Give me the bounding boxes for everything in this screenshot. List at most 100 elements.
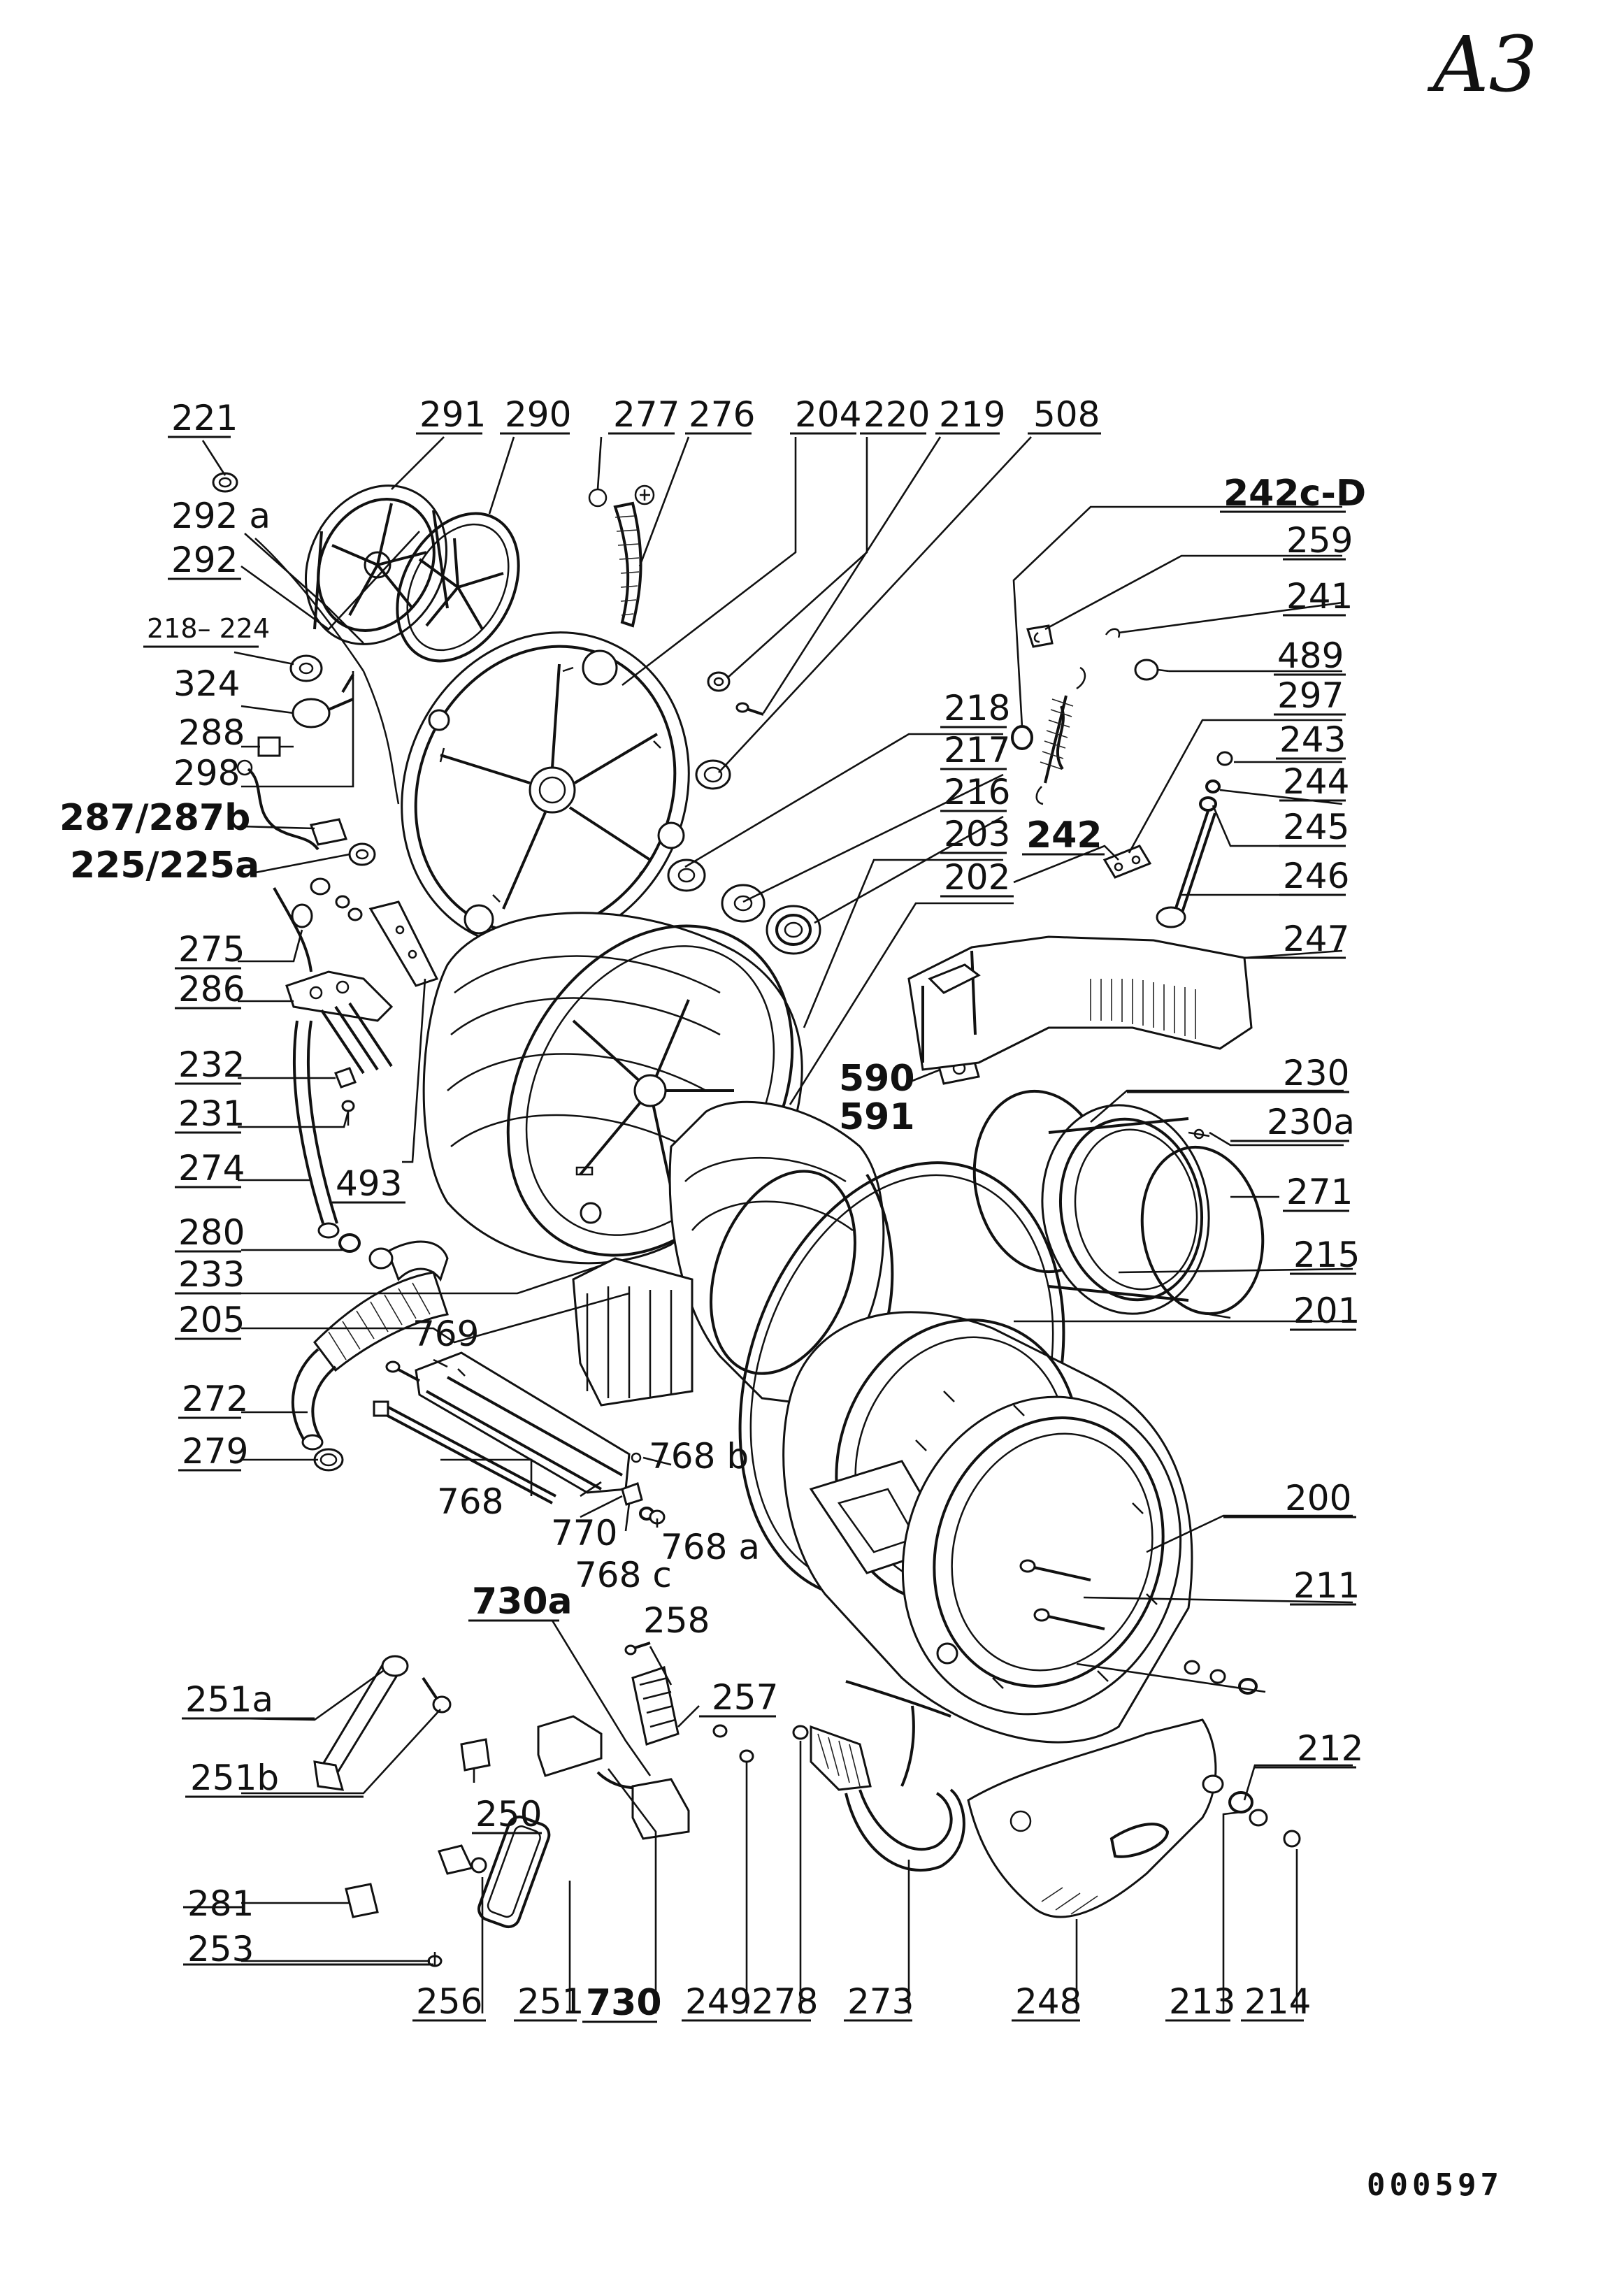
part-221-cap bbox=[212, 472, 238, 493]
part-768abc-fasteners bbox=[621, 1452, 666, 1525]
part-212-213-214-fasteners bbox=[1202, 1774, 1301, 1848]
label-231: 231 bbox=[178, 1093, 245, 1134]
label-769: 769 bbox=[412, 1314, 479, 1354]
label-225-225a: 225/225a bbox=[70, 845, 259, 886]
label-216: 216 bbox=[944, 772, 1010, 812]
label-250: 250 bbox=[475, 1794, 542, 1834]
part-200-front-tub bbox=[782, 1311, 1193, 1744]
label-591: 591 bbox=[839, 1096, 915, 1138]
part-273-hose bbox=[810, 1680, 965, 1872]
part-769-bracket bbox=[415, 1351, 631, 1494]
label-297: 297 bbox=[1277, 675, 1344, 716]
label-768b: 768 b bbox=[649, 1436, 749, 1477]
part-219-screw bbox=[735, 702, 764, 716]
label-201: 201 bbox=[1293, 1291, 1360, 1331]
label-251a: 251a bbox=[185, 1679, 273, 1720]
label-276: 276 bbox=[689, 394, 755, 435]
part-211-bolts bbox=[1019, 1559, 1258, 1695]
part-278-clamp bbox=[712, 1724, 809, 1740]
part-730-clamp bbox=[631, 1778, 690, 1840]
part-250-pad bbox=[460, 1738, 491, 1772]
label-287-287b: 287/287b bbox=[59, 797, 250, 839]
part-297-bracket bbox=[1102, 845, 1152, 879]
part-204-rear-tub bbox=[401, 631, 690, 949]
label-324: 324 bbox=[173, 663, 240, 704]
label-233: 233 bbox=[178, 1254, 245, 1295]
label-770: 770 bbox=[551, 1513, 617, 1553]
label-493: 493 bbox=[336, 1163, 402, 1204]
part-216-seal bbox=[766, 905, 821, 955]
part-232-nut bbox=[334, 1067, 357, 1089]
part-274-hose bbox=[293, 1020, 340, 1239]
label-281: 281 bbox=[187, 1883, 254, 1924]
label-508: 508 bbox=[1033, 394, 1100, 435]
part-768-bolt bbox=[385, 1360, 420, 1382]
part-249-washer bbox=[739, 1749, 754, 1763]
part-493-bracket bbox=[335, 895, 439, 987]
part-246-rod bbox=[1156, 810, 1216, 928]
label-202: 202 bbox=[944, 857, 1010, 898]
label-590: 590 bbox=[839, 1058, 915, 1100]
label-204: 204 bbox=[795, 394, 861, 435]
label-203: 203 bbox=[944, 814, 1010, 854]
part-286-heater bbox=[285, 970, 394, 1075]
part-217-bearing bbox=[721, 884, 766, 923]
part-730a-clamp bbox=[537, 1715, 672, 1790]
label-291: 291 bbox=[419, 394, 486, 435]
part-292-wiring bbox=[254, 538, 400, 805]
part-271-ring bbox=[1140, 1145, 1265, 1316]
label-288: 288 bbox=[178, 712, 245, 753]
label-258: 258 bbox=[643, 1600, 710, 1641]
label-768: 768 bbox=[437, 1481, 503, 1522]
part-257-bracket bbox=[631, 1666, 680, 1746]
label-241: 241 bbox=[1286, 576, 1353, 617]
label-205: 205 bbox=[178, 1300, 245, 1340]
label-246: 246 bbox=[1283, 856, 1349, 896]
label-230a: 230a bbox=[1267, 1102, 1355, 1142]
sheet-id: A3 bbox=[1427, 20, 1537, 109]
part-251-strap bbox=[477, 1815, 551, 1929]
label-730: 730 bbox=[586, 1982, 662, 2024]
label-298: 298 bbox=[173, 753, 240, 793]
leader-lines bbox=[201, 436, 1353, 2013]
label-242c-d: 242c-D bbox=[1223, 473, 1366, 515]
part-290-belt bbox=[396, 512, 520, 663]
label-249: 249 bbox=[685, 1981, 752, 2022]
label-230: 230 bbox=[1283, 1053, 1349, 1093]
label-244: 244 bbox=[1283, 761, 1349, 802]
label-218: 218 bbox=[944, 688, 1010, 728]
part-247-counterweight bbox=[907, 935, 1253, 1071]
label-259: 259 bbox=[1286, 520, 1353, 561]
part-258-screw bbox=[624, 1642, 651, 1655]
label-256: 256 bbox=[416, 1981, 482, 2022]
part-220-washer bbox=[707, 671, 731, 692]
label-245: 245 bbox=[1283, 807, 1349, 847]
label-251b: 251b bbox=[190, 1758, 279, 1798]
part-272-hose bbox=[291, 1348, 337, 1451]
label-211: 211 bbox=[1293, 1565, 1360, 1606]
label-248: 248 bbox=[1015, 1981, 1082, 2022]
label-213: 213 bbox=[1169, 1981, 1235, 2022]
label-292: 292 bbox=[171, 540, 238, 580]
part-245-washer bbox=[1199, 796, 1217, 812]
part-225-grommet bbox=[310, 842, 376, 896]
label-286: 286 bbox=[178, 969, 245, 1010]
label-214: 214 bbox=[1244, 1981, 1311, 2022]
label-220: 220 bbox=[863, 394, 930, 435]
label-217: 217 bbox=[944, 730, 1010, 770]
part-218-bearing bbox=[667, 859, 706, 892]
part-202-tub-front bbox=[572, 1100, 894, 1407]
part-230a-clamp bbox=[1188, 1128, 1231, 1319]
label-768c: 768 c bbox=[575, 1555, 672, 1595]
part-242-spring bbox=[1011, 666, 1086, 805]
label-271: 271 bbox=[1286, 1172, 1353, 1212]
part-drawings bbox=[212, 472, 1301, 1967]
label-215: 215 bbox=[1293, 1235, 1360, 1275]
label-273: 273 bbox=[847, 1981, 914, 2022]
label-257: 257 bbox=[712, 1677, 778, 1718]
label-275: 275 bbox=[178, 929, 245, 970]
label-489: 489 bbox=[1277, 635, 1344, 676]
part-243-nut bbox=[1216, 751, 1233, 766]
label-279: 279 bbox=[182, 1431, 248, 1472]
